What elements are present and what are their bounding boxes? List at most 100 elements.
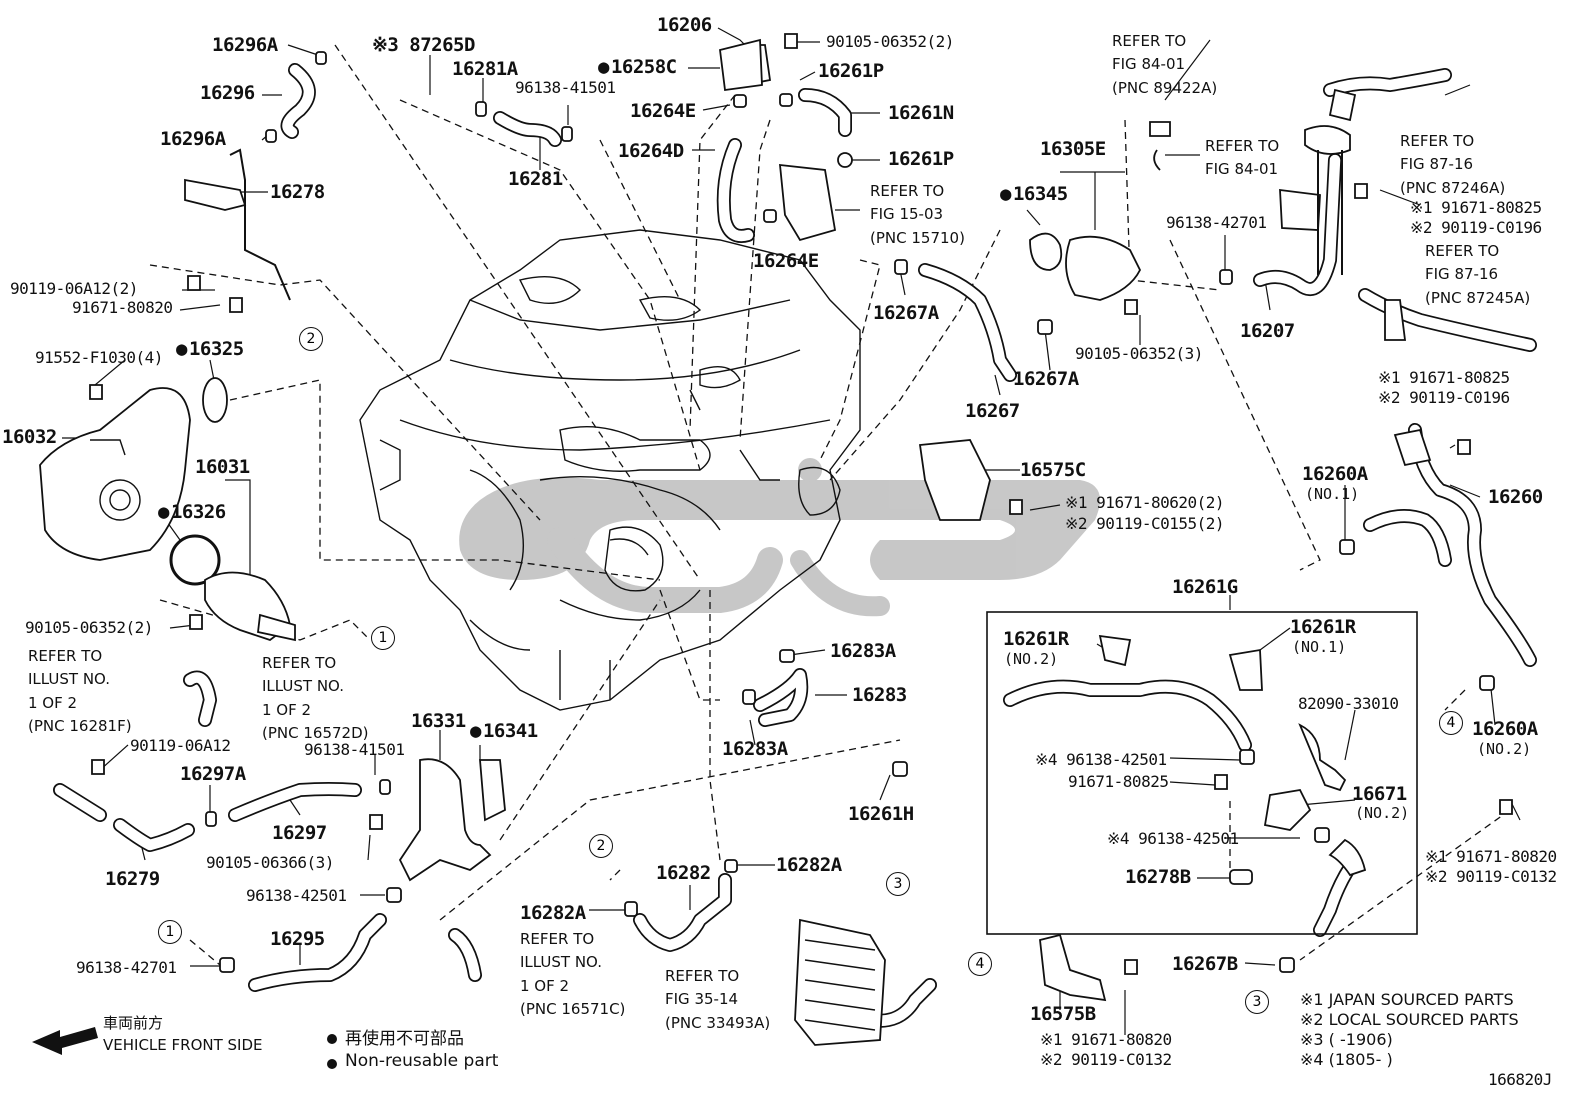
- label-16206: 16206: [657, 14, 712, 36]
- marker-circle-2-a: 2: [299, 327, 323, 351]
- label-16260A-no1: 16260A: [1302, 463, 1368, 485]
- footnotes: ※1 JAPAN SOURCED PARTS ※2 LOCAL SOURCED …: [1300, 990, 1519, 1069]
- label-16345: 16345: [1000, 185, 1068, 204]
- marker-circle-4-b: 4: [1439, 711, 1463, 735]
- ref-illust-16571C[interactable]: REFER TO ILLUST NO. 1 OF 2 (PNC 16571C): [520, 930, 626, 1018]
- label-right-bolt-6: ※2 90119-C0132: [1425, 867, 1557, 886]
- label-16279: 16279: [105, 868, 160, 890]
- ref-fig87-16-b[interactable]: REFER TO FIG 87-16 (PNC 87245A): [1425, 242, 1531, 307]
- ref-illust-16281F[interactable]: REFER TO ILLUST NO. 1 OF 2 (PNC 16281F): [28, 647, 132, 735]
- ref-fig84-01-b[interactable]: REFER TO FIG 84-01: [1205, 137, 1280, 179]
- label-16278: 16278: [270, 181, 325, 203]
- label-16331: 16331: [411, 710, 466, 732]
- label-16031: 16031: [195, 456, 250, 478]
- label-16261R-no1: 16261R: [1290, 616, 1356, 638]
- label-16261R-no1-sub: (NO.1): [1292, 638, 1347, 656]
- label-16260A-no1-sub: (NO.1): [1305, 485, 1360, 503]
- legend-nonreusable: 再使用不可部品 Non-reusable part: [345, 1029, 499, 1071]
- label-16267A-1: 16267A: [873, 302, 939, 324]
- label-96138-41501-mid: 96138-41501: [304, 740, 405, 759]
- small-parts: [39, 33, 1513, 1046]
- label-16671: 16671: [1352, 783, 1407, 805]
- label-16283A-1: 16283A: [830, 640, 896, 662]
- engine-block: [359, 229, 861, 711]
- label-right-bolt-1: ※1 91671-80825: [1410, 198, 1542, 217]
- figure-code: 166820J: [1488, 1070, 1552, 1089]
- label-16295: 16295: [270, 928, 325, 950]
- label-90119-06A12: 90119-06A12: [130, 736, 231, 755]
- label-96138-42701-right: 96138-42701: [1166, 213, 1267, 232]
- marker-circle-2-b: 2: [589, 834, 613, 858]
- label-90105-06352-2-top: 90105-06352(2): [826, 32, 954, 51]
- label-right-bolt-4: ※2 90119-C0196: [1378, 388, 1510, 407]
- marker-circle-3-a: 3: [886, 872, 910, 896]
- label-16260: 16260: [1488, 486, 1543, 508]
- label-96138-41501-top: 96138-41501: [515, 78, 616, 97]
- label-16267: 16267: [965, 400, 1020, 422]
- label-16261P-top: 16261P: [818, 60, 884, 82]
- label-16341: 16341: [470, 722, 538, 741]
- label-16325: 16325: [176, 340, 244, 359]
- ref-fig15-03[interactable]: REFER TO FIG 15-03 (PNC 15710): [870, 182, 965, 247]
- label-96138-42501-box-1: ※4 96138-42501: [1035, 750, 1167, 769]
- ref-fig87-16-a[interactable]: REFER TO FIG 87-16 (PNC 87246A): [1400, 132, 1506, 197]
- label-16671-sub: (NO.2): [1355, 804, 1410, 822]
- label-16296A-bottom: 16296A: [160, 128, 226, 150]
- label-16261H: 16261H: [848, 803, 914, 825]
- label-16261R-no2-sub: (NO.2): [1004, 650, 1059, 668]
- label-16296A-top: 16296A: [212, 34, 278, 56]
- label-right-bolt-3: ※1 91671-80825: [1378, 368, 1510, 387]
- label-16207: 16207: [1240, 320, 1295, 342]
- label-16297A: 16297A: [180, 763, 246, 785]
- label-96138-42501-box-2: ※4 96138-42501: [1107, 829, 1239, 848]
- label-90119-06A12-2: 90119-06A12(2): [10, 279, 138, 298]
- label-16575B-bolt-1: ※1 91671-80820: [1040, 1030, 1172, 1049]
- label-16305E: 16305E: [1040, 138, 1106, 160]
- label-91671-80820-a: 91671-80820: [72, 298, 173, 317]
- ref-fig35-14[interactable]: REFER TO FIG 35-14 (PNC 33493A): [665, 967, 771, 1032]
- label-16260A-no2-sub: (NO.2): [1477, 740, 1532, 758]
- label-96138-42701-left: 96138-42701: [76, 958, 177, 977]
- marker-circle-3-b: 3: [1245, 990, 1269, 1014]
- label-16575B: 16575B: [1030, 1003, 1096, 1025]
- label-right-bolt-2: ※2 90119-C0196: [1410, 218, 1542, 237]
- label-16297: 16297: [272, 822, 327, 844]
- label-16261G: 16261G: [1172, 576, 1238, 598]
- label-16296: 16296: [200, 82, 255, 104]
- label-16260A-no2: 16260A: [1472, 718, 1538, 740]
- label-16258C: 16258C: [598, 58, 677, 77]
- label-16264D: 16264D: [618, 140, 684, 162]
- label-90105-06352-2-left: 90105-06352(2): [25, 618, 153, 637]
- label-82090-33010: 82090-33010: [1298, 694, 1399, 713]
- label-90105-06352-3: 90105-06352(3): [1075, 344, 1203, 363]
- label-16261P-2: 16261P: [888, 148, 954, 170]
- legend-front-side: 車両前方 VEHICLE FRONT SIDE: [103, 1014, 263, 1054]
- label-16264E-top: 16264E: [630, 100, 696, 122]
- label-16032: 16032: [2, 426, 57, 448]
- marker-circle-1-b: 1: [158, 920, 182, 944]
- label-16281: 16281: [508, 168, 563, 190]
- label-16267A-2: 16267A: [1013, 368, 1079, 390]
- label-16281A: 16281A: [452, 58, 518, 80]
- ref-illust-16572D[interactable]: REFER TO ILLUST NO. 1 OF 2 (PNC 16572D): [262, 654, 369, 742]
- label-16261N: 16261N: [888, 102, 954, 124]
- dashed-leaders: [149, 44, 1511, 966]
- marker-circle-1-a: 1: [371, 626, 395, 650]
- marker-circle-4-a: 4: [968, 952, 992, 976]
- label-91552-F1030-4: 91552-F1030(4): [35, 348, 163, 367]
- label-16278B: 16278B: [1125, 866, 1191, 888]
- label-16575C: 16575C: [1020, 459, 1086, 481]
- front-direction-arrow: [32, 1027, 98, 1055]
- label-96138-42501-left: 96138-42501: [246, 886, 347, 905]
- ref-fig84-01-a[interactable]: REFER TO FIG 84-01 (PNC 89422A): [1112, 32, 1218, 97]
- label-16282A-2: 16282A: [776, 854, 842, 876]
- label-16267B: 16267B: [1172, 953, 1238, 975]
- label-16575C-bolt-1: ※1 91671-80620(2): [1065, 493, 1225, 512]
- label-16282: 16282: [656, 862, 711, 884]
- label-16575C-bolt-2: ※2 90119-C0155(2): [1065, 514, 1225, 533]
- label-16326: 16326: [158, 503, 226, 522]
- label-16575B-bolt-2: ※2 90119-C0132: [1040, 1050, 1172, 1069]
- label-16264E-bottom: 16264E: [753, 250, 819, 272]
